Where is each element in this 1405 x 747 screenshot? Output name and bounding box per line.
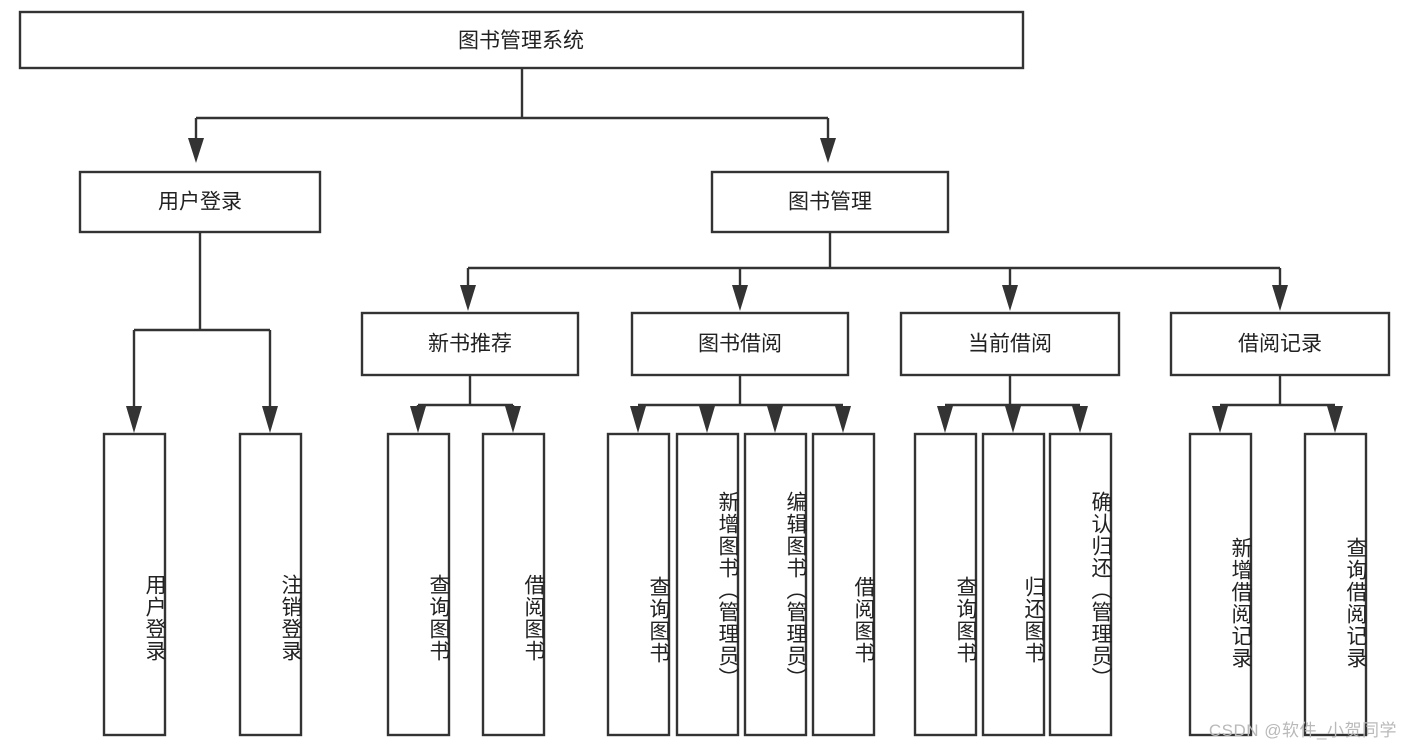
leaf-box-cb-query-book[interactable] — [913, 432, 978, 737]
leaf-box-logout[interactable] — [238, 432, 303, 737]
node-book-borrow-rect[interactable] — [630, 311, 850, 377]
arrow-bb-leaf-2 — [699, 406, 715, 433]
node-user-login-label: 用户登录 — [158, 191, 242, 214]
arrow-current-borrow — [1002, 285, 1018, 311]
node-current-borrow[interactable]: 当前借阅 — [899, 311, 1121, 377]
arrow-borrow-record — [1272, 285, 1288, 311]
arrow-user-login — [188, 138, 204, 163]
node-new-book-recommend[interactable]: 新书推荐 — [360, 311, 580, 377]
connector-book-borrow-children — [630, 375, 851, 433]
arrow-nbr-leaf-1 — [410, 406, 426, 433]
arrow-book-borrow — [732, 285, 748, 311]
leaf-box-cb-return-book[interactable] — [981, 432, 1046, 737]
leaf-box-bb-add-book[interactable] — [675, 432, 740, 737]
arrow-cb-leaf-2 — [1005, 406, 1021, 433]
arrow-cb-leaf-1 — [937, 406, 953, 433]
node-borrow-record[interactable]: 借阅记录 — [1169, 311, 1391, 377]
node-current-borrow-rect[interactable] — [899, 311, 1121, 377]
connector-root-to-level2 — [188, 68, 836, 163]
leaf-box-nbr-query-book[interactable] — [386, 432, 451, 737]
arrow-book-manage — [820, 138, 836, 163]
node-book-borrow-label: 图书借阅 — [698, 333, 782, 356]
arrow-bb-leaf-1 — [630, 406, 646, 433]
arrow-bb-leaf-4 — [835, 406, 851, 433]
connector-current-borrow-children — [937, 375, 1088, 433]
node-book-manage[interactable]: 图书管理 — [710, 170, 950, 234]
node-current-borrow-label: 当前借阅 — [968, 333, 1052, 356]
leaf-box-bb-borrow-book[interactable] — [811, 432, 876, 737]
leaf-box-user-login[interactable] — [102, 432, 167, 737]
arrow-leaf-logout — [262, 406, 278, 433]
leaf-box-cb-confirm-return[interactable] — [1048, 432, 1113, 737]
arrow-br-leaf-1 — [1212, 406, 1228, 433]
arrow-cb-leaf-3 — [1072, 406, 1088, 433]
arrow-bb-leaf-3 — [767, 406, 783, 433]
node-new-book-recommend-rect[interactable] — [360, 311, 580, 377]
node-new-book-recommend-label: 新书推荐 — [428, 333, 512, 356]
node-book-manage-label: 图书管理 — [788, 191, 872, 214]
arrow-nbr-leaf-2 — [505, 406, 521, 433]
connector-borrow-record-children — [1212, 375, 1343, 433]
connector-new-book-recommend-children — [410, 375, 521, 433]
leaf-box-nbr-borrow-book[interactable] — [481, 432, 546, 737]
watermark-text: CSDN @软件_小贺同学 — [1208, 721, 1397, 740]
connector-book-manage-children — [460, 232, 1288, 311]
node-book-borrow[interactable]: 图书借阅 — [630, 311, 850, 377]
arrow-new-book-recommend — [460, 285, 476, 311]
leaf-box-br-add-record[interactable] — [1188, 432, 1253, 737]
arrow-leaf-user-login — [126, 406, 142, 433]
leaf-box-bb-query-book[interactable] — [606, 432, 671, 737]
connector-user-login-children — [126, 232, 278, 433]
node-root[interactable]: 图书管理系统 — [18, 10, 1025, 70]
node-book-manage-rect[interactable] — [710, 170, 950, 234]
node-user-login[interactable]: 用户登录 — [78, 170, 322, 234]
node-borrow-record-rect[interactable] — [1169, 311, 1391, 377]
leaf-box-br-query-record[interactable] — [1303, 432, 1368, 737]
node-root-rect[interactable] — [18, 10, 1025, 70]
arrow-br-leaf-2 — [1327, 406, 1343, 433]
node-root-label: 图书管理系统 — [458, 30, 584, 53]
leaf-box-bb-edit-book[interactable] — [743, 432, 808, 737]
node-borrow-record-label: 借阅记录 — [1238, 333, 1322, 356]
